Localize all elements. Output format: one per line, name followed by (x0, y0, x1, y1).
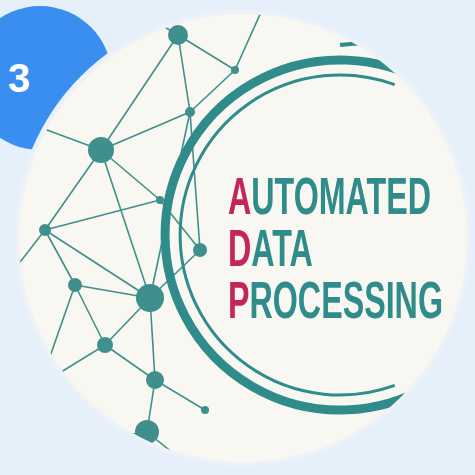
acronym-initial: P (228, 274, 250, 326)
number-badge: 3 (0, 6, 112, 150)
acronym-line: AUTOMATED (228, 170, 431, 222)
acronym-line: DATA (228, 222, 313, 274)
acronym-word: ROCESSING (250, 274, 443, 326)
badge-rim (17, 12, 469, 464)
step-number: 3 (8, 58, 30, 98)
title-badge: AUTOMATEDDATAPROCESSING (15, 10, 471, 466)
acronym-word: ATA (251, 222, 312, 274)
blue-circle (0, 6, 112, 150)
acronym-initial: A (228, 170, 251, 222)
acronym-initial: D (228, 222, 251, 274)
ring-arcs (165, 43, 472, 410)
acronym-word: UTOMATED (251, 170, 431, 222)
acronym-line: PROCESSING (228, 274, 443, 326)
